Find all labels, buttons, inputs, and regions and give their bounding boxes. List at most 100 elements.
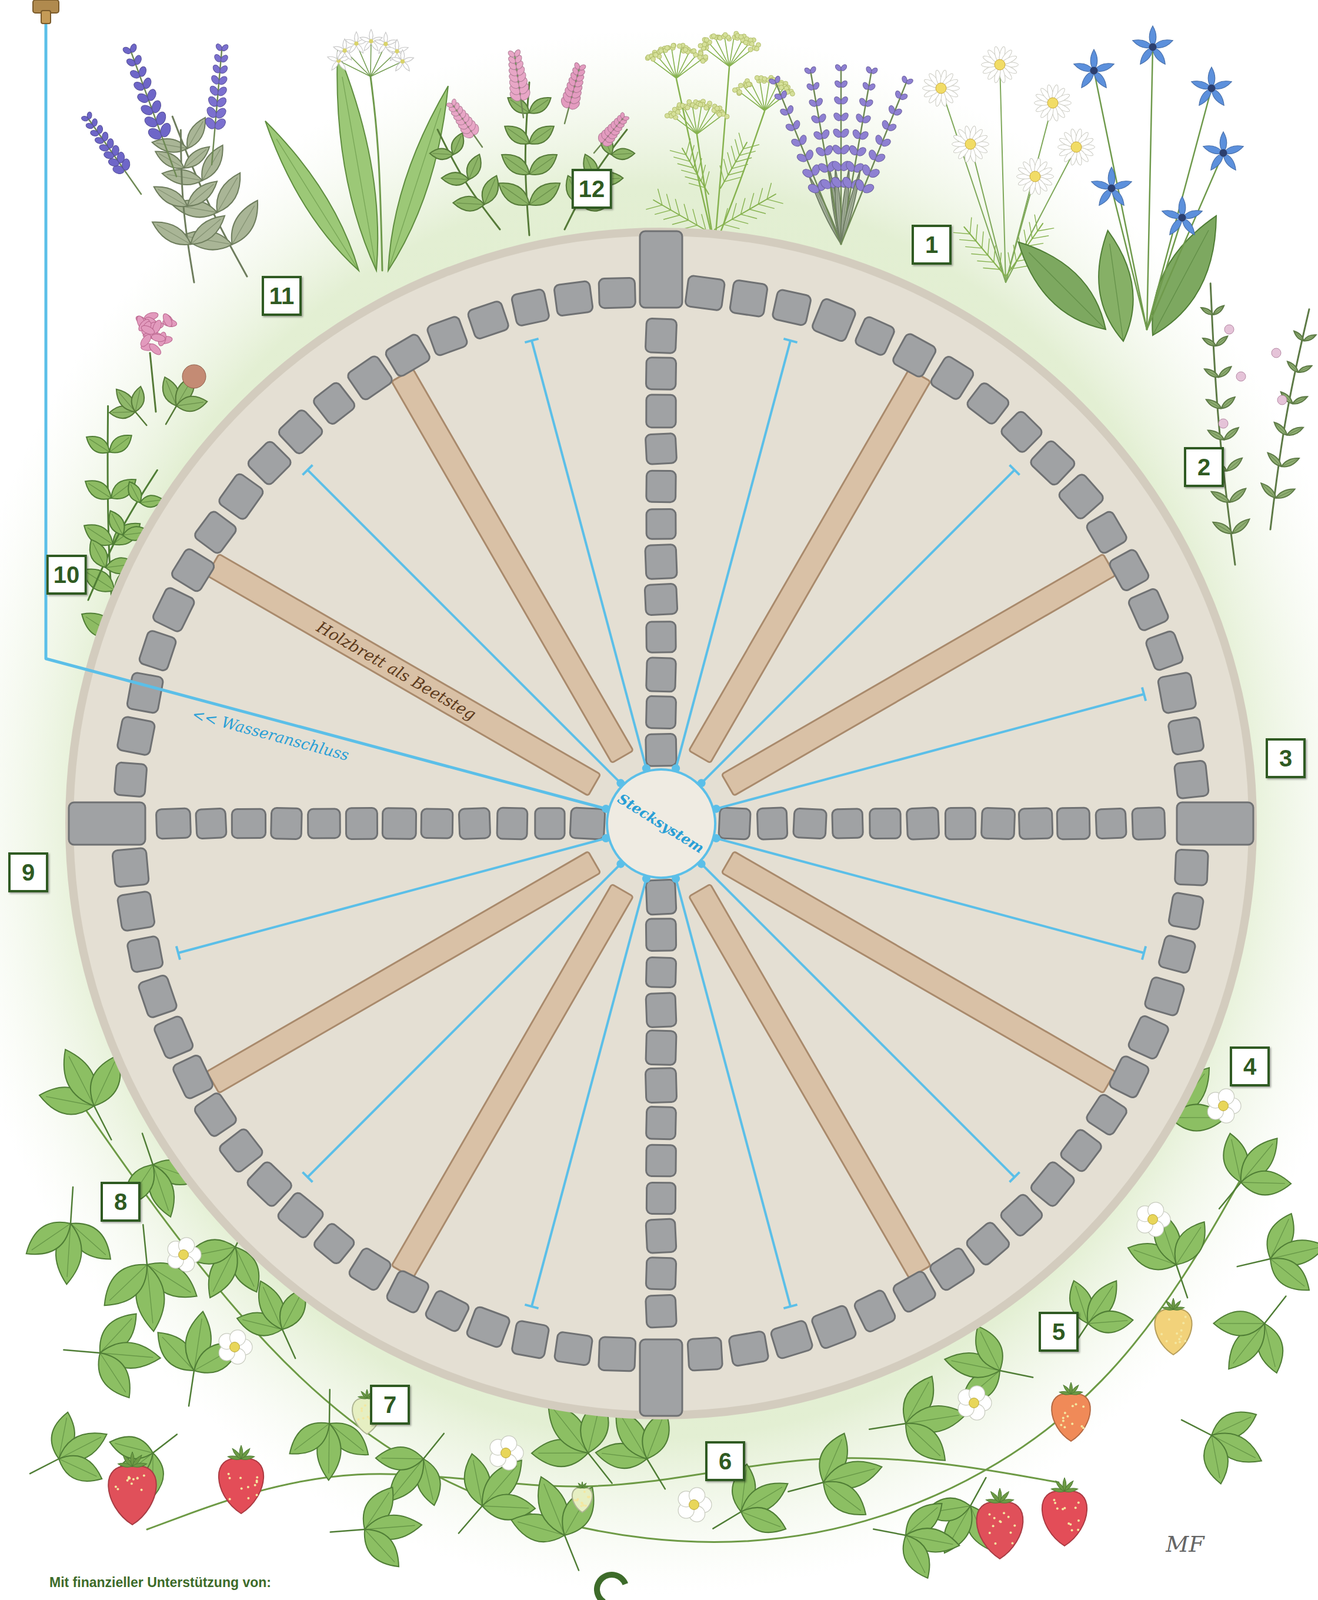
leaf-vein: [1176, 1226, 1201, 1265]
leaf-vein: [507, 128, 530, 144]
drip-end-cap: [302, 1172, 313, 1183]
flower-bud: [208, 84, 220, 98]
flower-bud: [206, 94, 219, 108]
leaf-vein: [99, 1352, 126, 1393]
leaf: [355, 1520, 408, 1575]
leaf: [815, 1472, 874, 1525]
paving-stone: [195, 808, 228, 839]
paving-stone: [68, 802, 146, 845]
flower-center: [1070, 141, 1082, 153]
leaf: [1087, 1309, 1134, 1334]
leaf-vein: [1275, 489, 1293, 498]
strawberry-seed: [1009, 1530, 1013, 1534]
board-plank: [206, 554, 601, 796]
flower-bud: [867, 82, 877, 92]
leaf: [500, 120, 533, 149]
leaf-vein: [510, 99, 530, 113]
strawberry-seed: [255, 1493, 259, 1496]
flower-center: [501, 1447, 512, 1458]
paving-stone: [535, 808, 565, 840]
callout-number: 6: [705, 1440, 746, 1481]
paving-stone: [245, 1159, 294, 1209]
paving-stone: [646, 470, 676, 503]
leaf: [493, 176, 535, 212]
strawberry-seed: [1070, 1528, 1074, 1531]
drip-line: [178, 838, 606, 953]
strawberry-seed: [142, 1473, 146, 1477]
plant-stem: [714, 194, 776, 230]
leaf-vein: [529, 157, 554, 175]
paving-stone: [645, 1294, 677, 1328]
plant-stem: [758, 204, 774, 209]
savory-flower: [1218, 418, 1229, 429]
flower-bud: [209, 74, 221, 86]
paving-stone: [645, 879, 677, 915]
umbel-floret: [716, 112, 722, 118]
leaf: [1240, 1170, 1291, 1196]
strawberry-seed: [1160, 1332, 1163, 1336]
leaf: [1211, 519, 1235, 537]
paving-stone: [1173, 760, 1209, 799]
flower-bud: [880, 137, 892, 148]
umbel-floret: [722, 32, 728, 38]
paving-stone: [598, 1336, 636, 1371]
paving-stone: [869, 808, 902, 839]
callout-number: 10: [46, 554, 88, 595]
strawberry-seed: [1002, 1511, 1006, 1514]
plant-stem: [1034, 214, 1038, 232]
leaf: [148, 215, 195, 252]
plant-stem: [676, 59, 702, 79]
umbel-floret: [702, 42, 707, 48]
paving-stone: [169, 546, 216, 593]
paving-stone: [645, 992, 677, 1028]
leaf-vein: [1281, 459, 1297, 467]
paving-stone: [1018, 807, 1053, 839]
paving-stone: [645, 1257, 677, 1290]
strawberry-seed: [228, 1497, 232, 1500]
leaf-vein: [473, 1459, 483, 1506]
flower-bud: [839, 79, 849, 89]
paving-stone: [645, 918, 676, 952]
leaf-vein: [505, 157, 530, 175]
flower-center: [969, 1397, 980, 1408]
flower-bud: [129, 42, 138, 53]
plant-stem: [977, 260, 994, 262]
leaf-vein: [1275, 424, 1287, 436]
paving-stone: [1029, 1159, 1077, 1208]
flower-bud: [214, 106, 228, 120]
leaf-vein: [1208, 400, 1222, 409]
leaf-vein: [1303, 335, 1316, 342]
savory-flower: [1224, 324, 1234, 335]
callout-number: 9: [8, 852, 49, 893]
leaf-vein: [1215, 523, 1233, 534]
plant-stem: [282, 1329, 296, 1358]
leaf-vein: [328, 1423, 330, 1474]
leaf: [82, 431, 114, 458]
plant-stem: [969, 217, 972, 235]
plant-stem: [741, 198, 746, 215]
flower-center: [368, 38, 373, 43]
drip-end-cap: [1009, 464, 1020, 475]
flower-bud: [216, 85, 229, 98]
paving-stone: [384, 332, 432, 379]
plant-stem: [1013, 245, 1017, 262]
paving-stone: [718, 807, 752, 840]
leaf-vein: [184, 149, 207, 169]
paving-stone: [1085, 1092, 1129, 1137]
water-tap: [32, 0, 59, 24]
strawberry: [976, 1501, 1024, 1559]
flower-bud: [839, 143, 852, 156]
strawberry-seed: [1182, 1321, 1185, 1324]
plant-stem: [87, 117, 142, 195]
paving-stone: [138, 629, 178, 672]
flower-bud: [513, 48, 522, 58]
drip-end-cap: [176, 945, 180, 960]
paving-stone: [345, 807, 377, 839]
leaf: [1292, 329, 1306, 342]
paving-stone: [685, 275, 726, 311]
leaf-vein: [1231, 1139, 1241, 1183]
leaf-vein: [1270, 1247, 1318, 1259]
paving-stone: [852, 1288, 897, 1333]
leaf-vein: [1209, 431, 1224, 440]
plant-stem: [739, 91, 765, 111]
